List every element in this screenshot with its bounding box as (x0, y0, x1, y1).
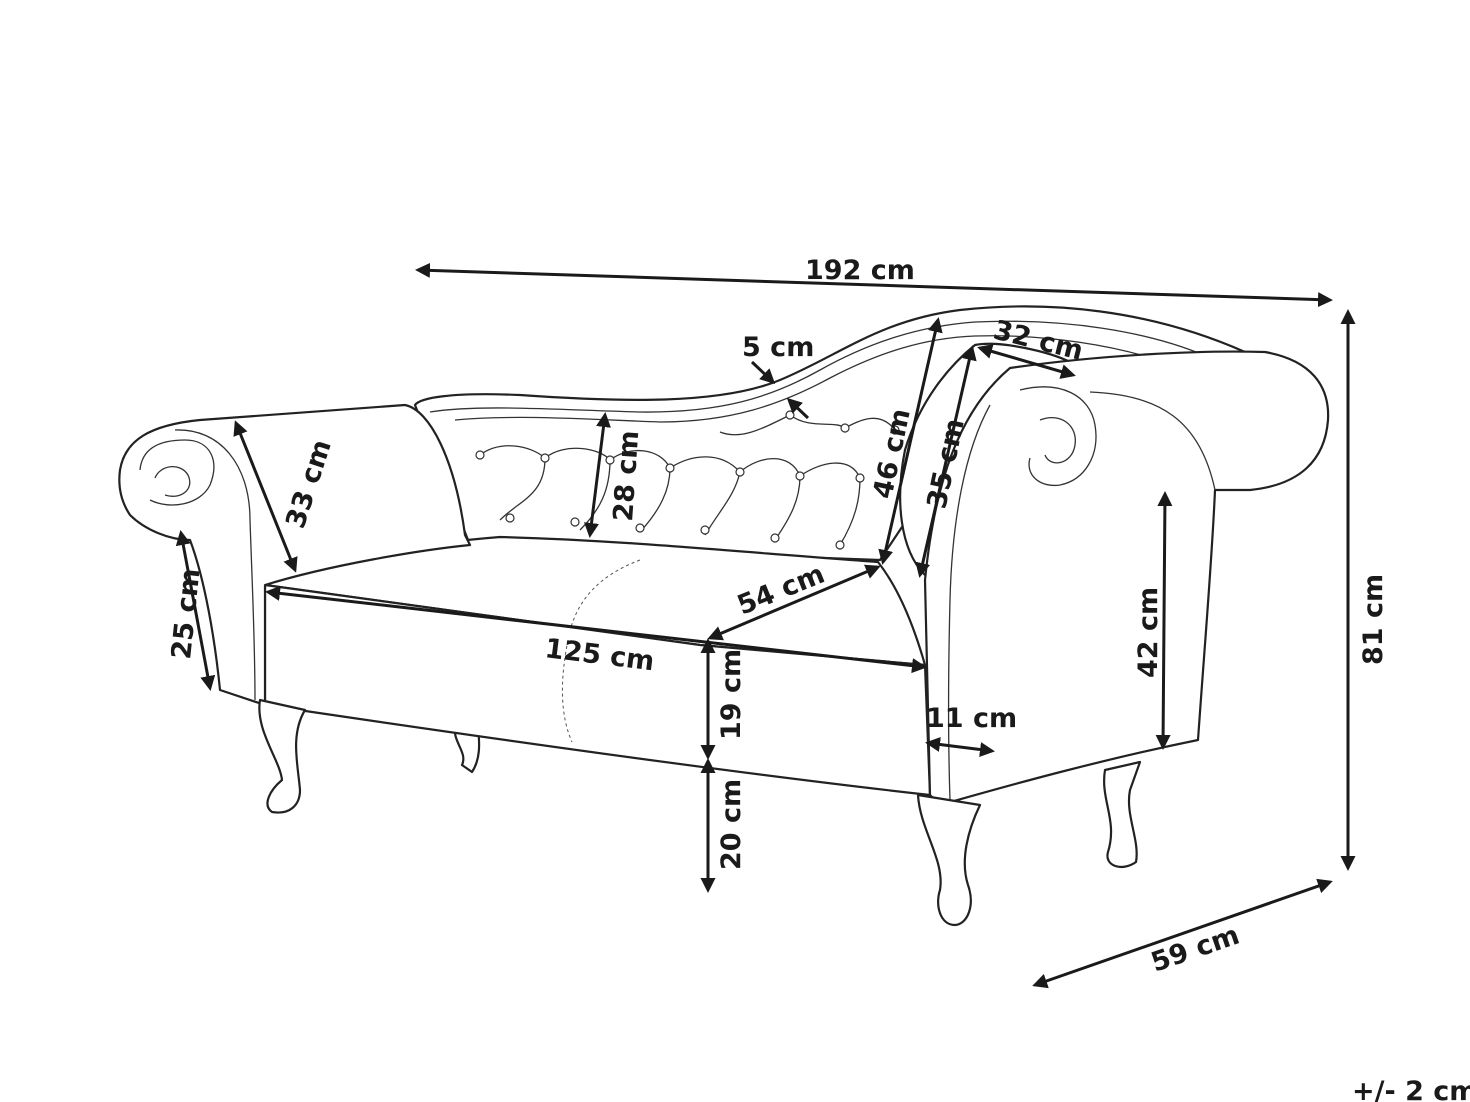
label-tolerance: +/- 2 cm (1352, 1076, 1470, 1102)
label-arm-height: 42 cm (1133, 587, 1164, 678)
leg-front-right (916, 793, 982, 927)
right-armrest (923, 350, 1330, 807)
label-leg-height: 20 cm (716, 779, 747, 870)
leg-back-right (1103, 760, 1142, 869)
label-arm-width: 11 cm (926, 703, 1017, 734)
label-overall-height: 81 cm (1358, 574, 1389, 665)
leg-front-left (258, 698, 307, 814)
leg-back-left (453, 723, 481, 774)
label-left-arm-front: 25 cm (166, 567, 206, 661)
dimension-labels: 192 cm 5 cm 32 cm 33 cm 28 cm 46 cm 35 c… (166, 255, 1470, 1102)
dimension-lines (175, 262, 1356, 989)
label-seat-height: 19 cm (716, 649, 747, 740)
label-back-thickness: 5 cm (742, 332, 814, 363)
label-overall-width: 192 cm (805, 255, 915, 286)
label-back-height-low: 28 cm (608, 429, 645, 522)
